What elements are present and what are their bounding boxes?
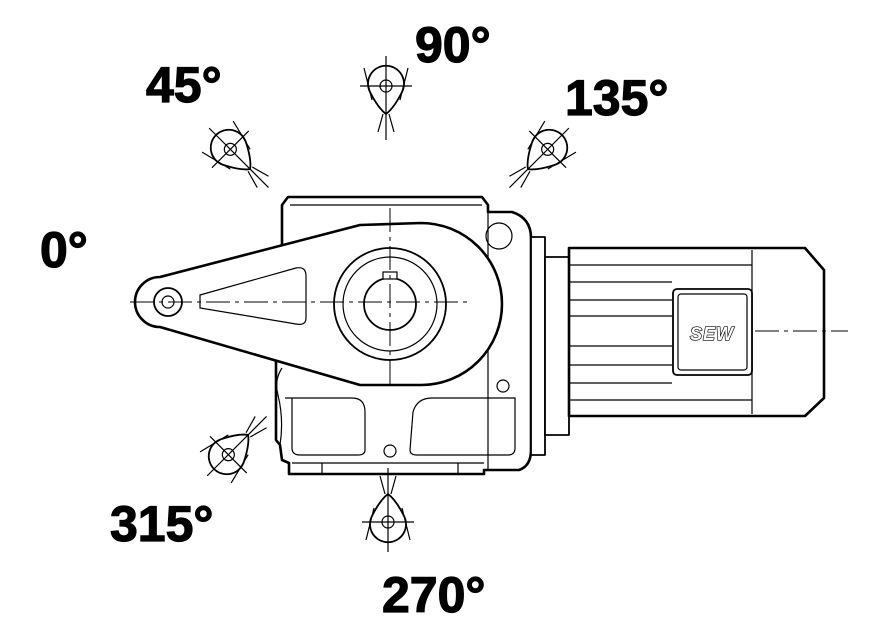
sew-brand-plate: SEW	[690, 324, 735, 344]
position-symbol-315	[187, 397, 286, 496]
motor-flange	[530, 236, 570, 456]
position-symbol-90	[359, 55, 413, 141]
position-symbol-270	[361, 467, 415, 553]
angle-label-90: 90°	[415, 17, 491, 73]
angle-label-0: 0°	[40, 222, 88, 278]
angle-label-270: 270°	[382, 567, 485, 623]
motor	[567, 246, 848, 418]
angle-label-45: 45°	[146, 57, 222, 113]
angle-label-135: 135°	[565, 70, 668, 126]
angle-label-315: 315°	[110, 496, 213, 552]
torque-arm	[130, 208, 504, 388]
position-symbol-45	[189, 108, 288, 207]
